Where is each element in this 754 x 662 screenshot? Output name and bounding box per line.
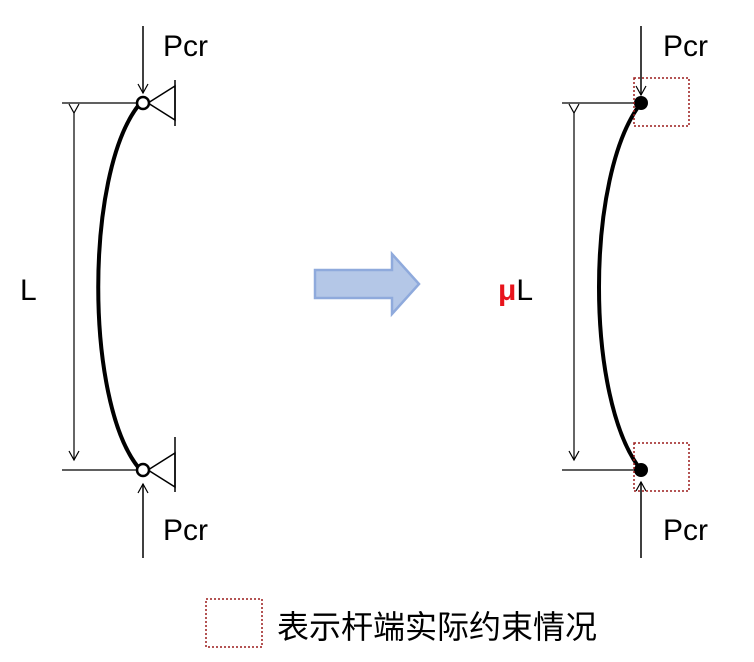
legend-text: 表示杆端实际约束情况 (277, 608, 597, 646)
left-top-hinge-icon (135, 95, 151, 111)
right-bottom-joint-dot-icon (634, 463, 648, 477)
left-diagram: Pcr Pcr L (20, 26, 208, 558)
transform-arrow-icon (313, 250, 421, 318)
left-length-label: L (20, 274, 37, 307)
left-bottom-pin-support (135, 437, 176, 492)
legend: 表示杆端实际约束情况 (205, 598, 597, 648)
left-bottom-force-label: Pcr (163, 514, 208, 547)
legend-dotted-box-icon (205, 598, 263, 648)
right-top-joint-dot-icon (634, 96, 648, 110)
right-length-letter: L (516, 274, 533, 307)
right-bottom-constraint-box (633, 442, 690, 492)
left-bottom-hinge-icon (135, 462, 151, 478)
right-top-force-label: Pcr (663, 30, 708, 63)
right-top-constraint-box (633, 77, 690, 127)
right-buckled-column (597, 101, 643, 472)
left-buckled-column (96, 104, 140, 469)
right-diagram: Pcr Pcr μL (498, 26, 708, 558)
right-bottom-force-label: Pcr (663, 514, 708, 547)
right-length-label: μL (498, 274, 533, 307)
left-top-pin-support (135, 80, 176, 126)
length-coefficient-mu: μ (498, 274, 516, 307)
left-top-force-label: Pcr (163, 30, 208, 63)
